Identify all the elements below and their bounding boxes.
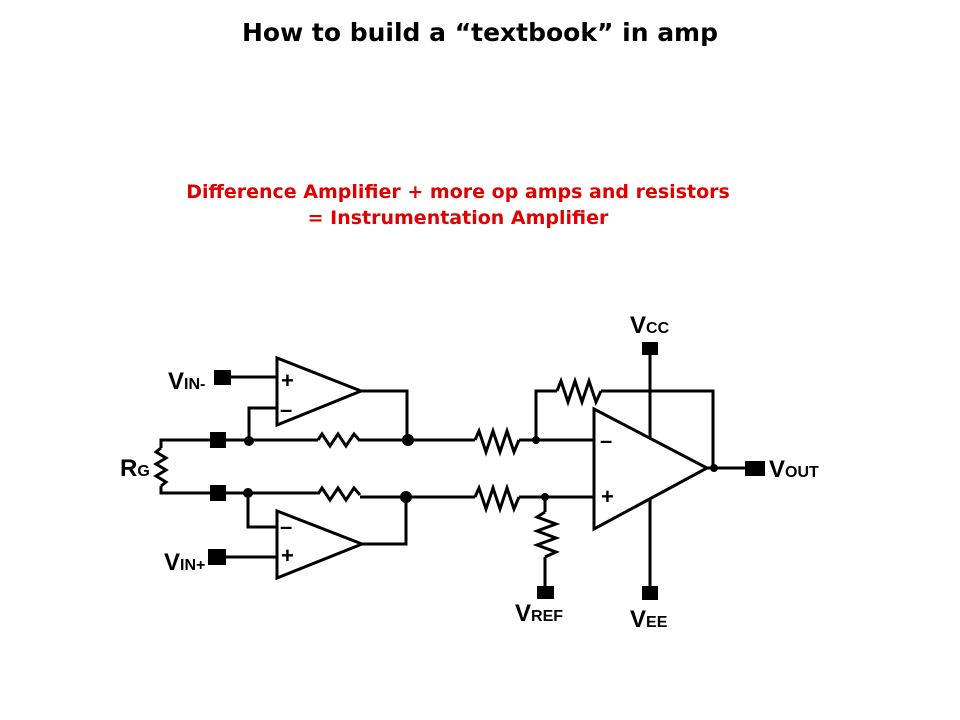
bottom-opamp-plus-sign: + [281, 543, 294, 568]
vee-pad [642, 586, 658, 600]
vin-plus-pad [208, 549, 226, 565]
vee-label: VEE [630, 606, 668, 633]
bottom-opamp-minus-sign: – [280, 514, 292, 539]
bottom-opamp-triangle [275, 508, 367, 581]
resistor-bottom-feedback [316, 485, 362, 503]
wire-bottom-output [362, 497, 408, 546]
vout-label: VOUT [769, 456, 819, 483]
vcc-pad [642, 342, 658, 355]
page-title: How to build a “textbook” in amp [241, 18, 719, 47]
top-opamp-minus-sign: – [280, 397, 292, 422]
wire-main-feedback-right [601, 389, 715, 468]
wire-top-feedback [247, 406, 277, 440]
wire-bottom-feedback [246, 493, 277, 529]
vin-plus-label: VIN+ [164, 549, 205, 576]
vin-minus-pad [214, 370, 231, 385]
junction-dot [400, 491, 412, 503]
wire-rg-bottom [159, 486, 210, 495]
vref-pad [537, 586, 554, 599]
rg-label: RG [120, 455, 150, 482]
rg-bottom-pad [210, 485, 226, 501]
resistor-top-feedback [316, 431, 362, 449]
wire-top-output [361, 389, 409, 440]
main-opamp-triangle [592, 406, 711, 532]
main-opamp-plus-sign: + [601, 484, 614, 509]
junction-dot [402, 434, 414, 446]
resistor-diff-top-input [473, 426, 521, 457]
main-opamp-minus-sign: – [600, 428, 612, 453]
vout-pad [745, 461, 765, 476]
resistor-vref [532, 510, 561, 559]
wire-rg-top [159, 438, 210, 448]
rg-resistor [153, 446, 169, 488]
junction-dot [710, 464, 718, 472]
vcc-label: VCC [630, 312, 670, 339]
rg-top-pad [210, 432, 226, 448]
subtitle-line-2: = Instrumentation Amplifier [307, 207, 609, 229]
vref-label: VREF [515, 600, 563, 627]
vin-minus-label: VIN- [168, 368, 205, 395]
wire-main-feedback-left [534, 389, 557, 440]
subtitle-line-1: Difference Amplifier + more op amps and … [186, 181, 730, 203]
junction-dot [244, 436, 254, 446]
resistor-main-feedback [555, 376, 603, 407]
top-opamp-triangle [275, 355, 366, 428]
top-opamp-plus-sign: + [281, 368, 294, 393]
junction-dot [532, 436, 540, 444]
resistor-diff-bottom-input [473, 483, 521, 514]
junction-dot [243, 488, 253, 498]
junction-dot [541, 493, 549, 501]
